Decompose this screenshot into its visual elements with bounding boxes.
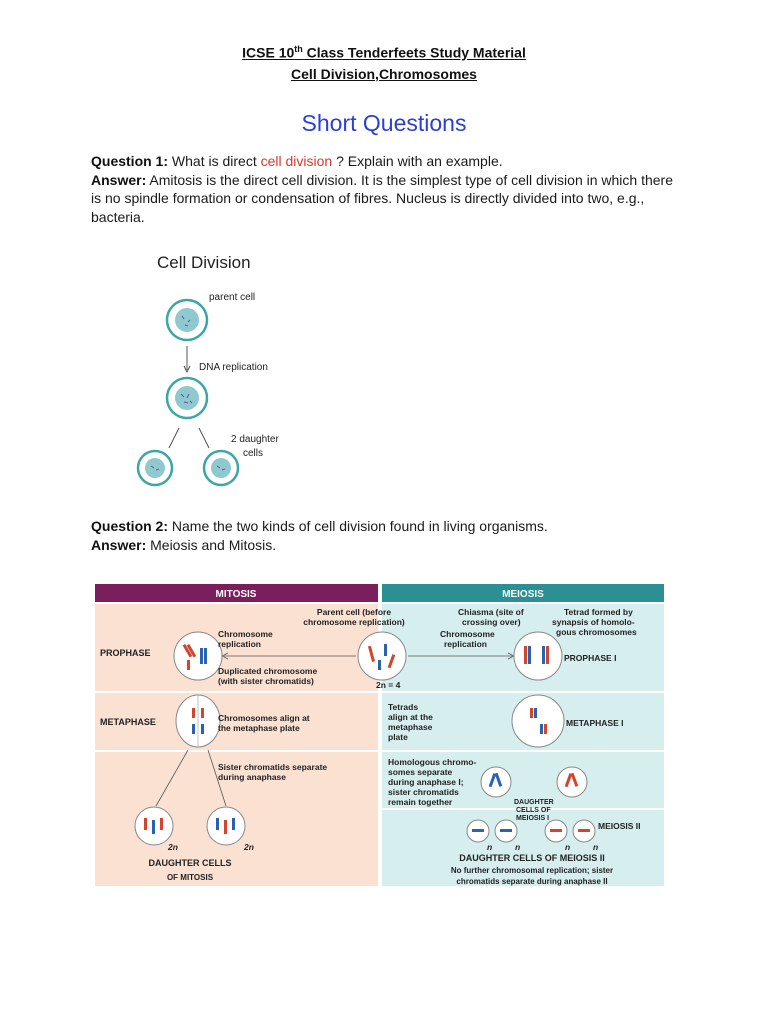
prophase-label: PROPHASE [100, 648, 151, 658]
meiosis-metaphase-cell [511, 694, 565, 748]
homo-4: sister chromatids [388, 787, 459, 797]
n-label-3: n [565, 842, 570, 852]
cell-division-link[interactable]: cell division [260, 153, 333, 169]
chrom-rep-left-1: Chromosome [218, 629, 273, 639]
tetrads-2: align at the [388, 712, 433, 722]
homo-3: during anaphase I; [388, 777, 464, 787]
chiasma-2: crossing over) [462, 617, 521, 627]
tetrad-1: Tetrad formed by [564, 607, 633, 617]
meiosis-i-daughter-right [556, 766, 588, 798]
dci-1: DAUGHTER [514, 799, 554, 806]
answer-1-text: Amitosis is the direct cell division. It… [91, 171, 674, 225]
mitosis-meiosis-figure: MITOSIS MEIOSIS PROPHASE METAPHASE PROPH… [92, 582, 666, 902]
sister-sep-2: during anaphase [218, 772, 286, 782]
doc-header-line2: Cell Division,Chromosomes [291, 66, 477, 82]
two-n-b: 2n [243, 842, 254, 852]
n-label-1: n [487, 842, 492, 852]
question-1-label: Question 1: [91, 153, 169, 169]
daughter-label-1: 2 daughter [231, 434, 279, 445]
dcmii: DAUGHTER CELLS OF MEIOSIS II [459, 853, 605, 863]
homo-2: somes separate [388, 767, 453, 777]
header-superscript: th [294, 44, 303, 54]
duplicated-1: Duplicated chromosome [218, 666, 317, 676]
mitosis-daughter-left [134, 806, 174, 846]
mitosis-header: MITOSIS [216, 589, 257, 600]
parent-cell [165, 298, 209, 342]
dna-replication-label: DNA replication [199, 362, 268, 373]
figure1-title: Cell Division [157, 253, 251, 272]
daughter-cell-left [136, 449, 174, 487]
prophase-i-label: PROPHASE I [564, 653, 616, 663]
meiosis-ii-daughters [466, 819, 596, 843]
sister-sep-1: Sister chromatids separate [218, 762, 327, 772]
metaphase-label: METAPHASE [100, 717, 156, 727]
question-1-text: What is direct [168, 153, 261, 169]
tetrad-2: synapsis of homolo- [552, 617, 635, 627]
arrow-right [198, 427, 210, 449]
dcm-2: OF MITOSIS [167, 873, 214, 882]
meiosis-prophase-cell [513, 631, 563, 681]
daughter-cell-right [202, 449, 240, 487]
homo-1: Homologous chromo- [388, 757, 476, 767]
parent-cell-label: parent cell [209, 292, 255, 303]
two-n-four: 2n = 4 [376, 680, 401, 690]
parent-cell-text-2: chromosome replication) [303, 617, 405, 627]
answer-2-text: Meiosis and Mitosis. [146, 536, 277, 553]
parent-cell-2n [357, 631, 407, 681]
dci-2: CELLS OF [516, 807, 551, 814]
mitosis-header-bar [95, 584, 378, 602]
chrom-rep-left-2: replication [218, 639, 261, 649]
doc-header-line1: ICSE 10th Class Tenderfeets Study Materi… [0, 44, 768, 61]
parent-cell-text-1: Parent cell (before [317, 607, 391, 617]
chiasma-1: Chiasma (site of [458, 607, 524, 617]
tetrads-1: Tetrads [388, 702, 418, 712]
meiosis-header: MEIOSIS [502, 589, 544, 600]
question-1-text-end: ? Explain with an example. [332, 153, 503, 169]
question-2: Question 2: Name the two kinds of cell d… [91, 517, 681, 554]
align-2: the metaphase plate [218, 723, 300, 733]
duplicated-2: (with sister chromatids) [218, 676, 314, 686]
replicated-cell [165, 376, 209, 420]
meiosis-i-daughter-left [480, 766, 512, 798]
tetrads-4: plate [388, 732, 408, 742]
metaphase-i-label: METAPHASE I [566, 718, 623, 728]
two-n-a: 2n [167, 842, 178, 852]
header-text-end: Class Tenderfeets Study Material [302, 44, 526, 61]
answer-1-label: Answer: [91, 171, 147, 188]
mitosis-metaphase-cell [175, 694, 221, 748]
chrom-rep-right-1: Chromosome [440, 629, 495, 639]
daughter-label-2: cells [243, 448, 263, 459]
align-1: Chromosomes align at [218, 713, 310, 723]
no-further-1: No further chromosomal replication; sist… [451, 866, 613, 875]
tetrad-3: gous chromosomes [556, 627, 637, 637]
meiosis-header-bar [382, 584, 664, 602]
no-further-2: chromatids separate during anaphase II [456, 877, 607, 886]
homo-5: remain together [388, 797, 453, 807]
n-label-2: n [515, 842, 520, 852]
n-label-4: n [593, 842, 598, 852]
question-2-text: Name the two kinds of cell division foun… [168, 518, 548, 534]
mitosis-daughter-right [206, 806, 246, 846]
cell-division-figure: Cell Division parent cell DNA replicatio… [136, 253, 279, 487]
tetrads-3: metaphase [388, 722, 433, 732]
meiosis-ii-label: MEIOSIS II [598, 821, 641, 831]
question-2-label: Question 2: [91, 518, 169, 534]
dcm-1: DAUGHTER CELLS [149, 858, 232, 868]
arrow-left [168, 427, 180, 449]
arrow-head [183, 365, 191, 374]
section-title: Short Questions [301, 110, 467, 136]
header-text: ICSE 10 [242, 44, 295, 61]
question-1: Question 1: What is direct cell division… [91, 152, 681, 226]
chrom-rep-right-2: replication [444, 639, 487, 649]
answer-2-label: Answer: [91, 536, 147, 553]
mitosis-prophase-cell [173, 631, 223, 681]
dci-3: MEIOSIS I [516, 815, 549, 822]
